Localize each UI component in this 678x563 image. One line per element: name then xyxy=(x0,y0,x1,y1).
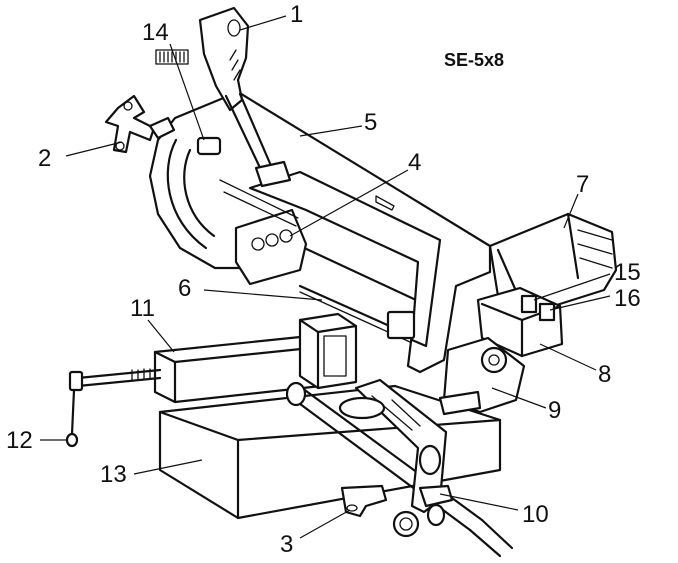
on-switch[interactable] xyxy=(520,294,538,314)
switch-box xyxy=(476,286,564,358)
callout-8: 8 xyxy=(598,361,611,388)
callout-7: 7 xyxy=(576,171,589,198)
callout-numbers: 1 2 3 4 5 6 7 8 9 10 11 12 13 14 15 16 xyxy=(6,1,641,558)
swivel-lock-arm[interactable] xyxy=(338,378,454,527)
callout-11: 11 xyxy=(130,295,155,322)
model-label: SE-5x8 xyxy=(444,50,504,70)
callout-5: 5 xyxy=(364,109,377,136)
leader-lines xyxy=(40,15,611,539)
warning-label xyxy=(155,49,222,156)
knurled-knob[interactable] xyxy=(392,510,420,538)
callout-2: 2 xyxy=(38,145,51,172)
callout-9: 9 xyxy=(548,397,561,424)
callout-3: 3 xyxy=(280,531,293,558)
tension-knob[interactable] xyxy=(104,94,176,154)
callout-16: 16 xyxy=(614,285,641,312)
callout-13: 13 xyxy=(100,461,127,488)
clamp-bracket[interactable] xyxy=(340,484,388,518)
callout-10: 10 xyxy=(522,501,549,528)
pivot-hinge xyxy=(438,336,526,416)
off-switch[interactable] xyxy=(538,302,556,322)
vise-body xyxy=(153,312,358,404)
vise-handle[interactable] xyxy=(65,368,162,448)
callout-14: 14 xyxy=(142,19,169,46)
callout-4: 4 xyxy=(408,149,421,176)
callout-12: 12 xyxy=(6,427,33,454)
operating-handle[interactable] xyxy=(198,6,292,188)
callout-15: 15 xyxy=(614,259,641,286)
blade-guide xyxy=(219,179,416,340)
callout-1: 1 xyxy=(290,1,303,28)
callout-6: 6 xyxy=(178,275,191,302)
saw-bow-frame xyxy=(148,90,492,374)
